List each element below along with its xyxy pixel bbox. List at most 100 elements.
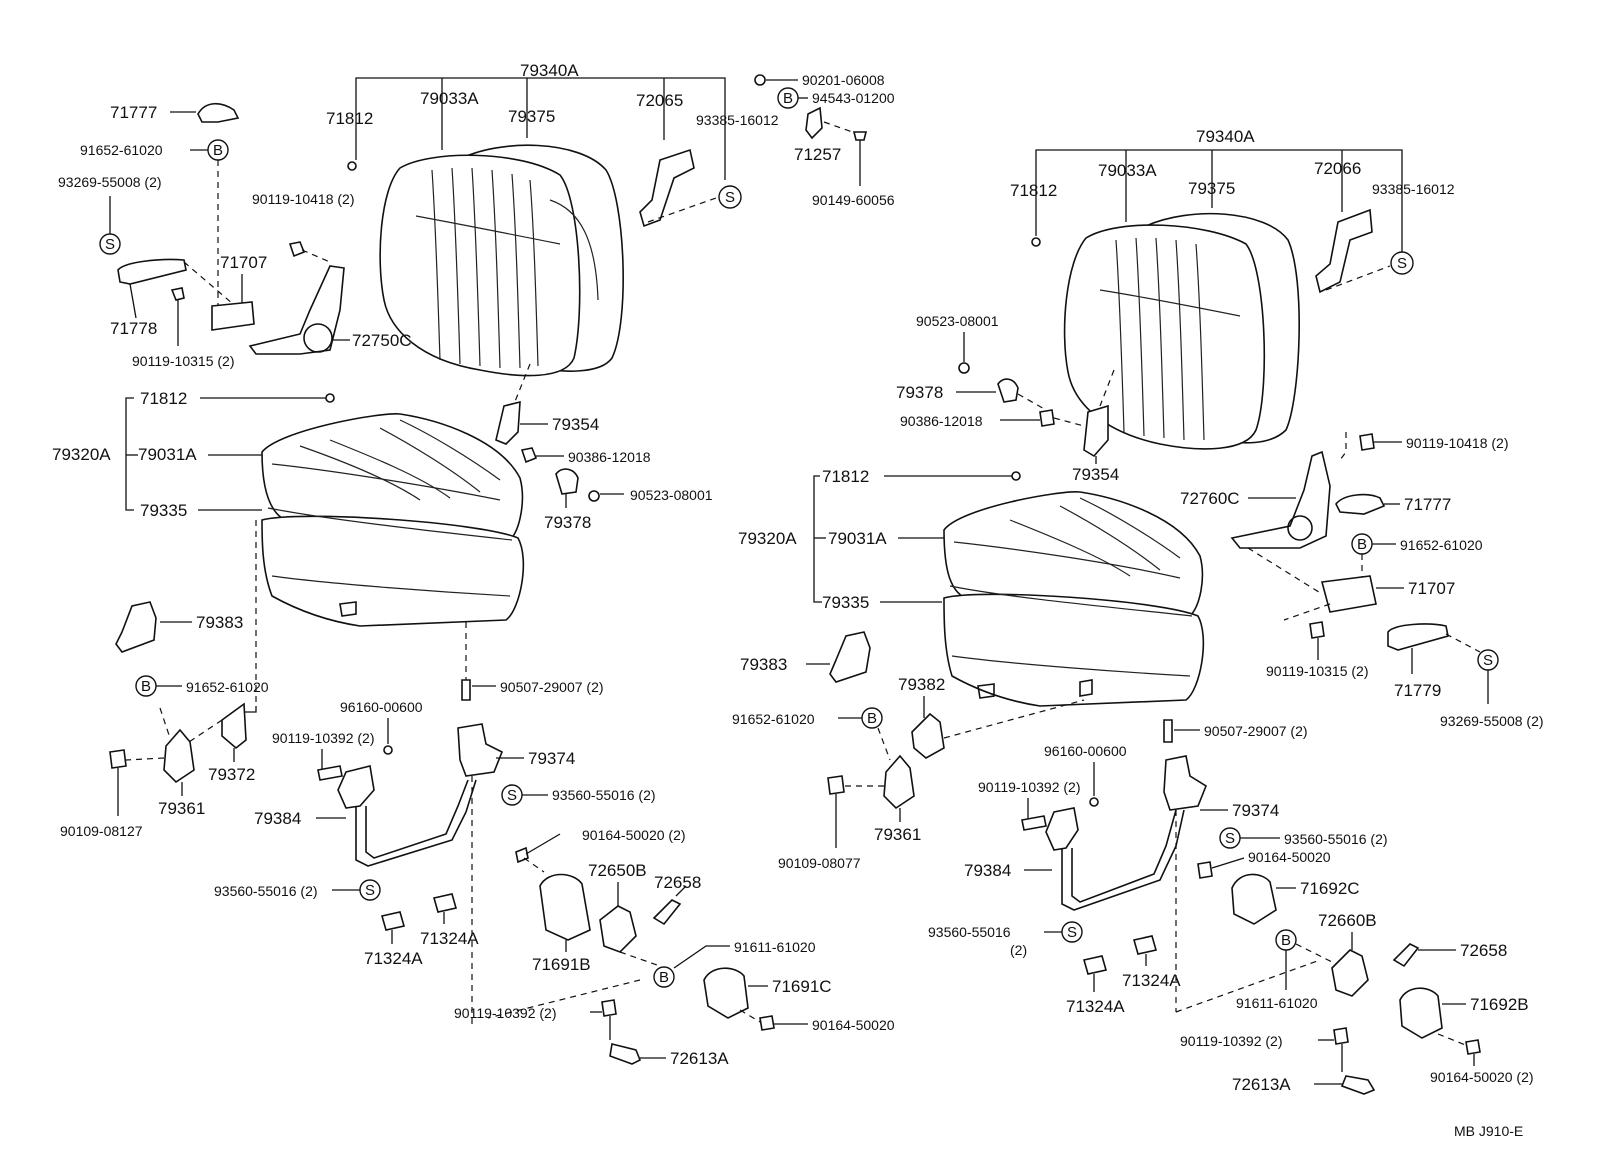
right-lower-mechanism: 90507-29007 (2) 96160-00600 90119-10392 … bbox=[928, 719, 1534, 1095]
label-93560-55016-r: 93560-55016 (2) bbox=[552, 787, 656, 803]
label-91652-61020-r: 91652-61020 bbox=[1400, 537, 1483, 553]
label-90119-10392: 90119-10392 (2) bbox=[454, 1005, 556, 1021]
label-71777: 71777 bbox=[110, 103, 157, 122]
label-71692B: 71692B bbox=[1470, 995, 1529, 1014]
label-90249-08155-r: 90119-10392 (2) bbox=[978, 779, 1080, 795]
label-71779: 71779 bbox=[1394, 681, 1441, 700]
label-79031A-r: 79031A bbox=[828, 529, 887, 548]
label-93269-55008-r: 93269-55008 (2) bbox=[1440, 713, 1544, 729]
left-seat-cushion bbox=[261, 413, 525, 627]
s-symbol: S bbox=[1225, 830, 1235, 847]
left-top-hardware: 90201-06008 B 94543-01200 93385-16012 71… bbox=[696, 72, 895, 208]
label-71812-r: 71812 bbox=[1010, 181, 1057, 200]
label-79354: 79354 bbox=[552, 415, 599, 434]
label-91611-61020: 91611-61020 bbox=[734, 939, 816, 955]
label-90164-50020: 90164-50020 bbox=[812, 1017, 895, 1033]
label-90164-50020-2: 90164-50020 (2) bbox=[582, 827, 686, 843]
label-93269-55008: 93269-55008 (2) bbox=[58, 174, 162, 190]
b-symbol: B bbox=[1357, 536, 1367, 553]
label-90201-06008: 90201-06008 bbox=[802, 72, 885, 88]
label-79374: 79374 bbox=[528, 749, 575, 768]
label-90164-50020-r2: 90164-50020 (2) bbox=[1430, 1069, 1534, 1085]
label-71324A-b: 71324A bbox=[364, 949, 423, 968]
left-seatback-assembly-callout: 79340A 71812 79033A 79375 72065 bbox=[326, 61, 726, 180]
label-93560-55016-l2: 93560-55016 bbox=[928, 924, 1011, 940]
label-79375: 79375 bbox=[508, 107, 555, 126]
label-90119-10315: 90119-10315 (2) bbox=[132, 353, 234, 369]
label-91652-61020-b: 91652-61020 bbox=[186, 679, 269, 695]
label-93385-16012: 93385-16012 bbox=[696, 112, 779, 128]
label-79033A: 79033A bbox=[420, 89, 479, 108]
label-71812-cushion: 71812 bbox=[140, 389, 187, 408]
label-79320A: 79320A bbox=[52, 445, 111, 464]
label-79383: 79383 bbox=[196, 613, 243, 632]
label-90386-12018: 90386-12018 bbox=[568, 449, 651, 465]
label-72750C: 72750C bbox=[352, 331, 412, 350]
label-93385-16012-r: 93385-16012 bbox=[1372, 181, 1455, 197]
label-71812: 71812 bbox=[326, 109, 373, 128]
left-frame-72065: S bbox=[639, 148, 742, 228]
label-71691B: 71691B bbox=[532, 955, 591, 974]
left-seatback bbox=[347, 144, 624, 377]
left-stay-hardware: 79354 90386-12018 79378 90523-08001 bbox=[495, 363, 713, 532]
label-71691C: 71691C bbox=[772, 977, 832, 996]
label-79378: 79378 bbox=[544, 513, 591, 532]
left-guide-hooks: 79383 B 91652-61020 79372 79361 90109-08… bbox=[60, 520, 269, 839]
label-72658-r: 72658 bbox=[1460, 941, 1507, 960]
label-91652-61020: 91652-61020 bbox=[80, 142, 163, 158]
label-72650B: 72650B bbox=[588, 861, 647, 880]
label-90386-12018-r: 90386-12018 bbox=[900, 413, 983, 429]
label-71324A-rb: 71324A bbox=[1066, 997, 1125, 1016]
right-seat-cushion-callout: 79320A 71812 79031A 79335 bbox=[738, 467, 1021, 612]
label-91652-61020-c: 91652-61020 bbox=[732, 711, 815, 727]
label-90119-10315-r: 90119-10315 (2) bbox=[1266, 663, 1368, 679]
label-72760C: 72760C bbox=[1180, 489, 1240, 508]
s-symbol: S bbox=[1483, 652, 1493, 669]
label-90109-08077: 90109-08077 bbox=[778, 855, 861, 871]
s-symbol: S bbox=[725, 189, 735, 206]
label-90119-10418: 90119-10418 (2) bbox=[252, 191, 354, 207]
label-71324A-a: 71324A bbox=[420, 929, 479, 948]
left-lower-mechanism: 90507-29007 (2) 96160-00600 90119-10392 … bbox=[214, 622, 895, 1068]
label-79384: 79384 bbox=[254, 809, 301, 828]
b-symbol: B bbox=[867, 710, 877, 727]
label-79335-r: 79335 bbox=[822, 593, 869, 612]
label-96160-00600: 96160-00600 bbox=[340, 699, 423, 715]
label-79383-r: 79383 bbox=[740, 655, 787, 674]
right-seatback: S bbox=[1031, 208, 1414, 450]
left-seat-cushion-callout: 79320A 71812 79031A 79335 bbox=[52, 389, 335, 520]
label-71707: 71707 bbox=[220, 253, 267, 272]
b-symbol: B bbox=[141, 678, 151, 695]
label-79340A-r: 79340A bbox=[1196, 127, 1255, 146]
label-79382: 79382 bbox=[898, 675, 945, 694]
label-79375-r: 79375 bbox=[1188, 179, 1235, 198]
label-93560-55016-r2: 93560-55016 (2) bbox=[1284, 831, 1388, 847]
label-71257: 71257 bbox=[794, 145, 841, 164]
label-72613A: 72613A bbox=[670, 1049, 729, 1068]
label-72660B: 72660B bbox=[1318, 911, 1377, 930]
label-79340A: 79340A bbox=[520, 61, 579, 80]
label-71692C: 71692C bbox=[1300, 879, 1360, 898]
label-90507-29007: 90507-29007 (2) bbox=[500, 679, 604, 695]
label-72066: 72066 bbox=[1314, 159, 1361, 178]
label-72658: 72658 bbox=[654, 873, 701, 892]
label-79361-r: 79361 bbox=[874, 825, 921, 844]
right-middle-hardware: 90523-08001 79378 90386-12018 79354 9011… bbox=[896, 313, 1544, 729]
label-96160-00600-r: 96160-00600 bbox=[1044, 743, 1127, 759]
label-90507-29007-r: 90507-29007 (2) bbox=[1204, 723, 1308, 739]
label-71777-r: 71777 bbox=[1404, 495, 1451, 514]
b-symbol: B bbox=[213, 142, 223, 159]
label-93560-55016-l: 93560-55016 (2) bbox=[214, 883, 318, 899]
label-79384-r: 79384 bbox=[964, 861, 1011, 880]
label-72065: 72065 bbox=[636, 91, 683, 110]
label-79033A-r: 79033A bbox=[1098, 161, 1157, 180]
label-79320A-r: 79320A bbox=[738, 529, 797, 548]
diagram-code: MB J910-E bbox=[1454, 1123, 1523, 1139]
right-seatback-assembly-callout: 79340A 71812 79033A 79375 72066 93385-16… bbox=[1010, 127, 1455, 252]
label-72613A-r: 72613A bbox=[1232, 1075, 1291, 1094]
b-symbol: B bbox=[783, 90, 793, 107]
label-71324A-ra: 71324A bbox=[1122, 971, 1181, 990]
right-guide-hooks: 79383 79382 91652-61020 B 79361 90109-08… bbox=[732, 631, 1085, 871]
